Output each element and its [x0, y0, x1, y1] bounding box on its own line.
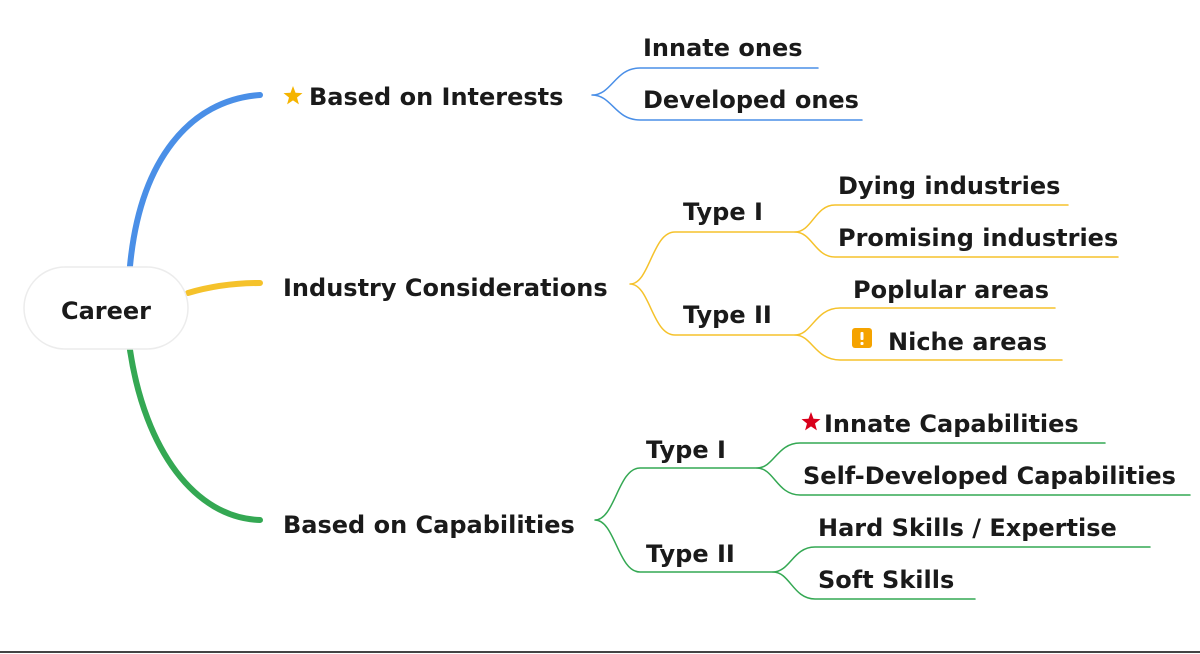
- connector-industry-types: [629, 231, 796, 336]
- leaf-niche-areas[interactable]: Niche areas: [852, 328, 1047, 356]
- exclamation-icon: [852, 328, 872, 348]
- branch-interests[interactable]: Based on Interests: [283, 83, 564, 111]
- capabilities-type1-label[interactable]: Type I: [646, 436, 726, 464]
- industry-type2-label[interactable]: Type II: [683, 301, 772, 329]
- connector-interests-children: [591, 67, 863, 121]
- branch-industry-label[interactable]: Industry Considerations: [283, 274, 608, 302]
- leaf-innate-capabilities[interactable]: Innate Capabilities: [801, 410, 1079, 438]
- connector-industry-type2-children: [794, 307, 1063, 361]
- connector-industry-type1-children: [794, 204, 1119, 258]
- connector-capabilities-type2-children: [772, 546, 1151, 600]
- connector-capabilities-types: [594, 467, 774, 573]
- leaf-soft-skills[interactable]: Soft Skills: [818, 566, 954, 594]
- leaf-self-developed-capabilities[interactable]: Self-Developed Capabilities: [803, 462, 1176, 490]
- industry-type1-label[interactable]: Type I: [683, 198, 763, 226]
- star-icon: [801, 412, 821, 431]
- leaf-innate-capabilities-label: Innate Capabilities: [824, 410, 1079, 438]
- connector-root-industry: [185, 280, 263, 296]
- leaf-dying-industries[interactable]: Dying industries: [838, 172, 1060, 200]
- root-node[interactable]: Career: [23, 266, 189, 350]
- leaf-innate-ones[interactable]: Innate ones: [643, 34, 803, 62]
- leaf-promising-industries[interactable]: Promising industries: [838, 224, 1118, 252]
- connector-root-capabilities: [127, 347, 263, 523]
- leaf-popular-areas[interactable]: Poplular areas: [853, 276, 1049, 304]
- connector-root-interests: [127, 92, 263, 269]
- branch-capabilities-label[interactable]: Based on Capabilities: [283, 511, 575, 539]
- connector-capabilities-type1-children: [756, 442, 1191, 496]
- root-node-box: [23, 266, 189, 350]
- leaf-niche-areas-label: Niche areas: [888, 328, 1047, 356]
- branch-interests-label: Based on Interests: [309, 83, 563, 111]
- leaf-hard-skills[interactable]: Hard Skills / Expertise: [818, 514, 1117, 542]
- star-icon: [283, 86, 303, 105]
- capabilities-type2-label[interactable]: Type II: [646, 540, 735, 568]
- root-node-label: Career: [61, 297, 151, 325]
- leaf-developed-ones[interactable]: Developed ones: [643, 86, 859, 114]
